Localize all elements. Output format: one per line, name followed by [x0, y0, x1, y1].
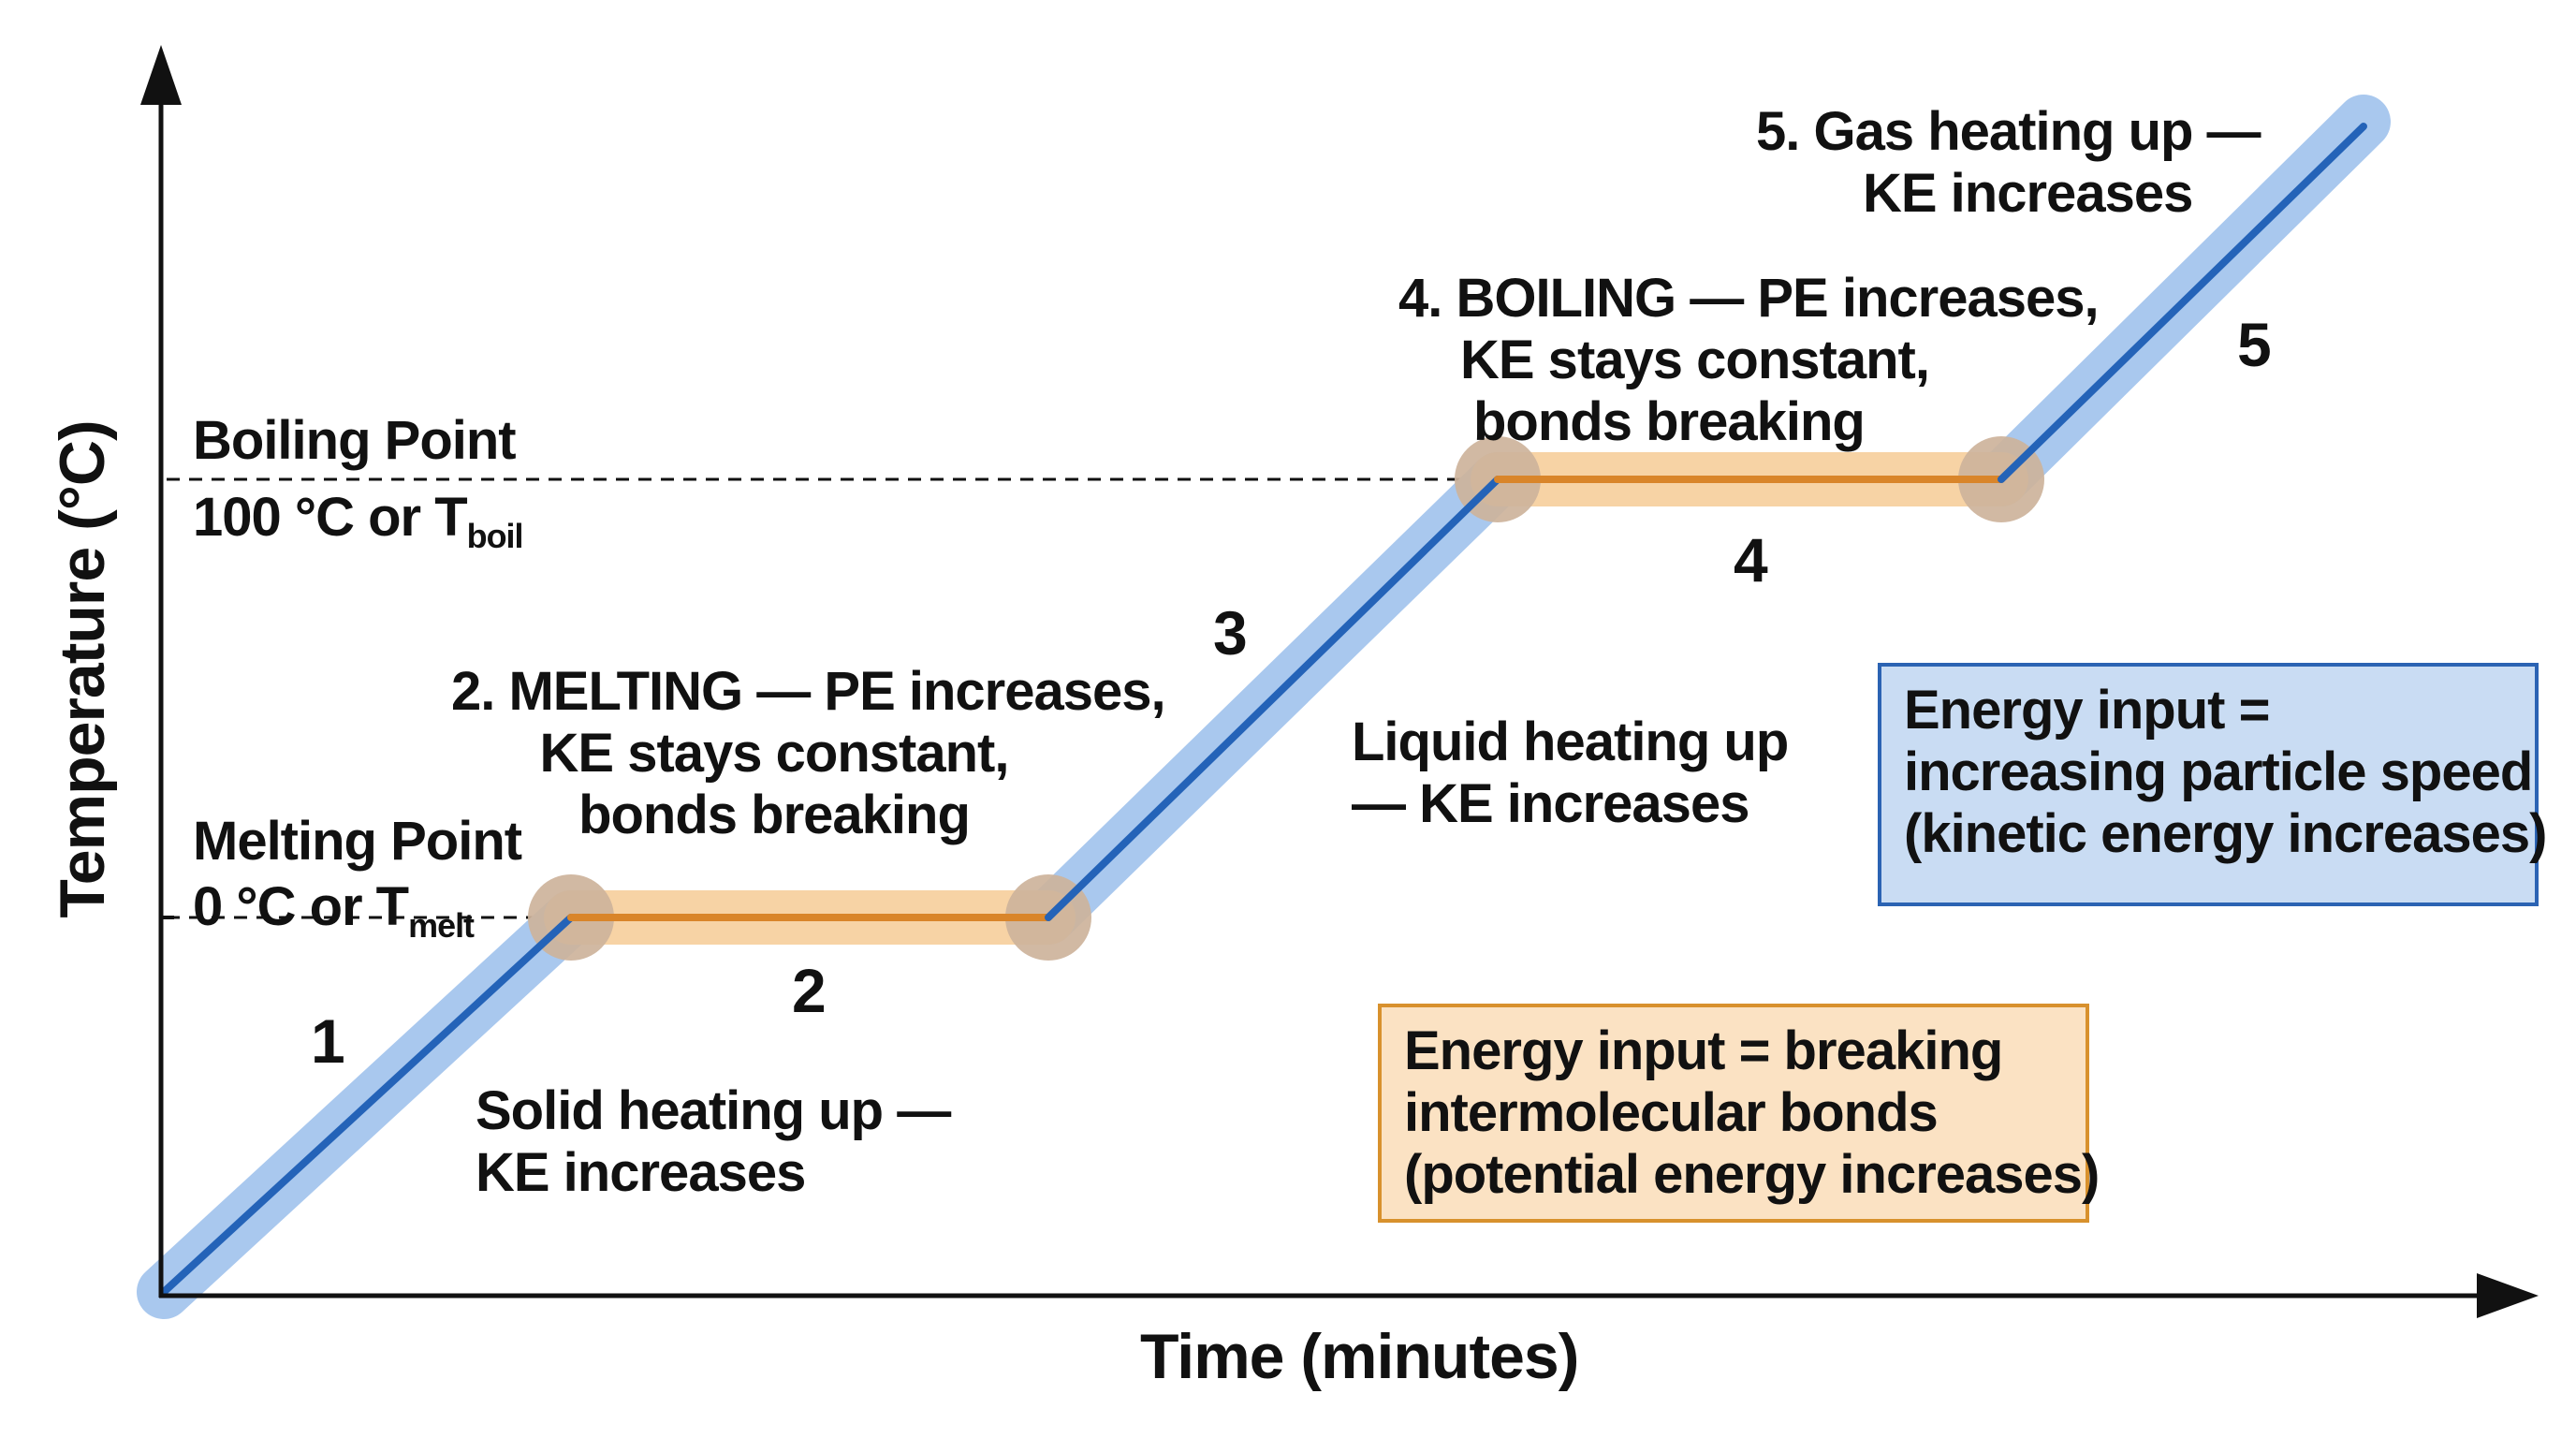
segment-4-caption-line: KE stays constant,: [1460, 330, 1930, 390]
segment-2-caption-line: 2. MELTING — PE increases,: [451, 661, 1166, 722]
potential-energy-box: Energy input = breaking intermolecular b…: [1378, 1004, 2100, 1223]
segment-lines: [160, 123, 2367, 1296]
boiling-point-value: 100 °C or Tboil: [193, 487, 524, 555]
melting-point-subscript: melt: [408, 905, 475, 945]
segment-2-caption-line: KE stays constant,: [539, 723, 1010, 784]
segment-4-caption-line: bonds breaking: [1473, 391, 1866, 452]
boiling-point-label: Boiling Point 100 °C or Tboil: [193, 403, 524, 563]
melting-point-label: Melting Point 0 °C or Tmelt: [193, 809, 522, 946]
boiling-point-subscript: boil: [466, 516, 524, 555]
boiling-point-title: Boiling Point: [193, 410, 517, 471]
x-axis-arrowhead: [2477, 1273, 2539, 1318]
kinetic-energy-box-line: increasing particle speed: [1904, 741, 2533, 802]
kinetic-energy-box-line: Energy input =: [1904, 680, 2270, 741]
segment-5-line: [1998, 123, 2367, 483]
segment-5-caption: 5. Gas heating up — KE increases: [1756, 101, 2261, 225]
potential-energy-box-line: Energy input = breaking: [1404, 1020, 2003, 1081]
x-axis-label: Time (minutes): [1140, 1321, 1579, 1392]
segment-3-caption: Liquid heating up — KE increases: [1352, 712, 1789, 835]
melting-point-title: Melting Point: [193, 811, 522, 872]
y-axis-arrowhead: [140, 45, 182, 105]
segment-5-number: 5: [2237, 310, 2272, 379]
segment-5-caption-line: KE increases: [1863, 163, 2193, 224]
segment-1-caption: Solid heating up — KE increases: [476, 1080, 951, 1204]
segment-4-caption-line: 4. BOILING — PE increases,: [1398, 268, 2100, 329]
segment-3-caption-line: Liquid heating up: [1352, 712, 1789, 772]
kinetic-energy-box: Energy input = increasing particle speed…: [1878, 663, 2547, 906]
segment-1-line: [160, 914, 575, 1296]
y-axis-label: Temperature (°C): [47, 420, 118, 918]
segment-5-caption-line: 5. Gas heating up —: [1756, 101, 2261, 162]
segment-3-caption-line: — KE increases: [1352, 773, 1749, 834]
segment-2-number: 2: [792, 956, 827, 1025]
segment-1-caption-line: KE increases: [476, 1142, 806, 1203]
segment-1-number: 1: [311, 1006, 345, 1076]
segment-2-caption-line: bonds breaking: [578, 785, 971, 845]
segment-1-caption-line: Solid heating up —: [476, 1080, 951, 1141]
segment-4-caption: 4. BOILING — PE increases, KE stays cons…: [1398, 268, 2100, 453]
segment-3-line: [1045, 476, 1501, 921]
segment-4-number: 4: [1734, 525, 1768, 594]
potential-energy-box-line: (potential energy increases): [1404, 1144, 2100, 1205]
segment-3-number: 3: [1213, 598, 1248, 668]
segment-2-caption: 2. MELTING — PE increases, KE stays cons…: [451, 661, 1166, 846]
potential-energy-box-line: intermolecular bonds: [1404, 1082, 1939, 1143]
kinetic-energy-box-line: (kinetic energy increases): [1904, 803, 2547, 864]
melting-point-value: 0 °C or Tmelt: [193, 876, 475, 945]
